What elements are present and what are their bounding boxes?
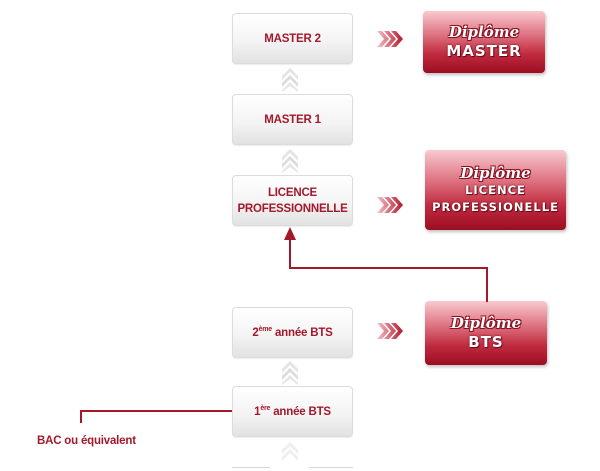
arrow-right-icon xyxy=(377,31,403,47)
diploma-name-line1: LICENCE xyxy=(465,183,526,197)
step-ordinal: ère xyxy=(260,404,271,412)
entry-label: BAC ou équivalent xyxy=(37,435,136,447)
step-label: 1ère année BTS xyxy=(254,404,331,420)
chevron-up-icon xyxy=(282,361,298,385)
step-number: 1 xyxy=(254,405,261,418)
diploma-licence-professionnelle: Diplôme LICENCE PROFESSIONELLE xyxy=(425,150,566,230)
chevron-up-icon xyxy=(282,149,298,173)
connector-bts-to-licence xyxy=(289,238,291,269)
connector-bac-to-bts xyxy=(80,410,232,412)
chevron-up-icon xyxy=(282,68,298,92)
step-label: MASTER 1 xyxy=(264,113,321,126)
step-label: MASTER 2 xyxy=(264,32,321,45)
step-bts-1: 1ère année BTS xyxy=(232,386,353,437)
arrow-up-icon xyxy=(284,227,296,240)
diploma-name: BTS xyxy=(468,333,504,351)
step-label-line1: LICENCE xyxy=(267,186,318,199)
step-bts-2: 2ème année BTS xyxy=(232,307,353,358)
step-label: 2ème année BTS xyxy=(252,325,332,341)
diploma-title: Diplôme xyxy=(460,164,531,182)
step-licence-professionnelle: LICENCE PROFESSIONNELLE xyxy=(232,175,353,226)
step-ordinal: ème xyxy=(258,325,273,333)
next-step-box-partial xyxy=(232,467,270,471)
step-label-line2: PROFESSIONNELLE xyxy=(237,202,348,215)
step-text: année BTS xyxy=(271,326,333,339)
diploma-bts: Diplôme BTS xyxy=(425,301,547,365)
next-step-box-partial xyxy=(309,467,353,471)
connector-bts-to-licence xyxy=(289,267,488,269)
step-number: 2 xyxy=(252,326,259,339)
chevron-up-icon xyxy=(282,442,298,461)
diploma-title: Diplôme xyxy=(448,23,520,41)
connector-bac-to-bts xyxy=(80,410,82,423)
step-master-2: MASTER 2 xyxy=(232,13,353,64)
connector-bts-to-licence xyxy=(486,267,488,302)
diploma-name-line2: PROFESSIONELLE xyxy=(432,200,559,214)
arrow-right-icon xyxy=(377,323,403,339)
arrow-right-icon xyxy=(377,197,403,213)
step-master-1: MASTER 1 xyxy=(232,94,353,145)
diploma-master: Diplôme MASTER xyxy=(423,11,545,73)
diploma-name: MASTER xyxy=(446,42,522,60)
diploma-title: Diplôme xyxy=(450,314,522,332)
step-text: année BTS xyxy=(270,405,331,418)
